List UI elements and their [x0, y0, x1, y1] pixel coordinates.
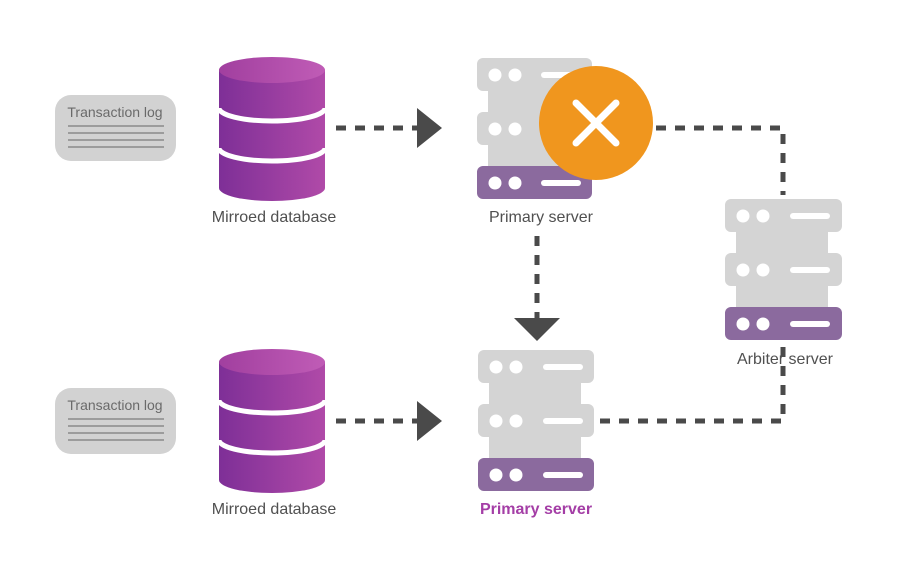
server-icon [478, 350, 594, 491]
database-top: Mirroed database [212, 57, 337, 226]
arbiter-server-label: Arbiter server [737, 351, 834, 368]
primary-server-label: Primary server [489, 209, 594, 226]
document-icon [55, 388, 176, 454]
arrowhead-top-right [417, 108, 442, 148]
transaction-log-bottom: Transaction log [55, 388, 176, 454]
connectors [336, 125, 786, 424]
primary-server-top: Primary server [477, 58, 653, 226]
heartbeat-line-top [656, 125, 786, 195]
server-icon [725, 199, 842, 340]
database-icon [216, 57, 328, 201]
primary-server-bottom: Primary server [478, 350, 594, 518]
database-icon [216, 349, 328, 493]
transaction-log-label: Transaction log [67, 397, 162, 413]
arrowhead-bottom-right [417, 401, 442, 441]
database-bottom: Mirroed database [212, 349, 337, 518]
arbiter-server: Arbiter server [725, 199, 842, 368]
database-label: Mirroed database [212, 209, 337, 226]
new-primary-server-label: Primary server [480, 501, 592, 518]
heartbeat-line-bottom [600, 345, 786, 424]
transaction-log-top: Transaction log [55, 95, 176, 161]
transaction-log-label: Transaction log [67, 104, 162, 120]
database-label: Mirroed database [212, 501, 337, 518]
arrowhead-down [514, 318, 560, 341]
document-icon [55, 95, 176, 161]
failure-x-icon [539, 66, 653, 180]
arrowheads [417, 108, 560, 441]
